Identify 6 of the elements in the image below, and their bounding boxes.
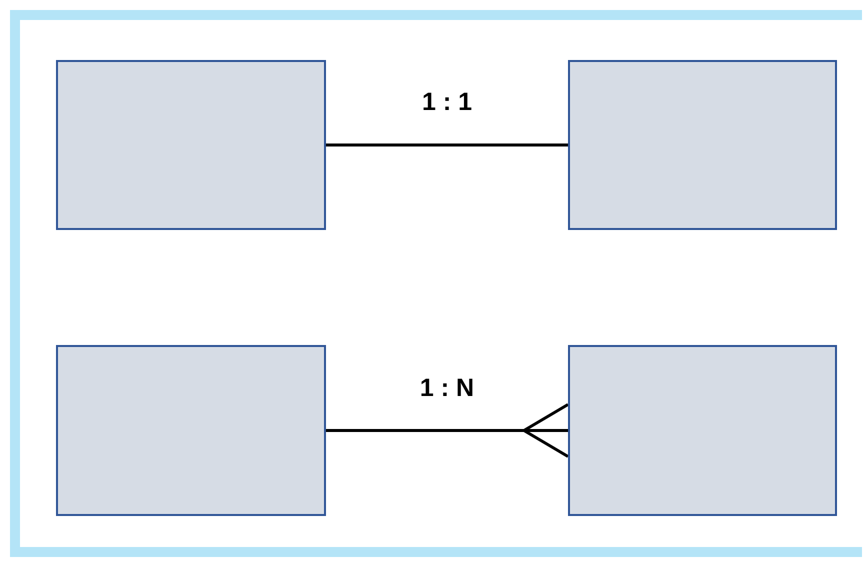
connector-line — [326, 144, 568, 146]
entity-box — [568, 345, 837, 516]
entity-box — [56, 345, 326, 516]
crows-foot-connector — [326, 403, 570, 458]
entity-box — [56, 60, 326, 230]
entity-box — [568, 60, 837, 230]
